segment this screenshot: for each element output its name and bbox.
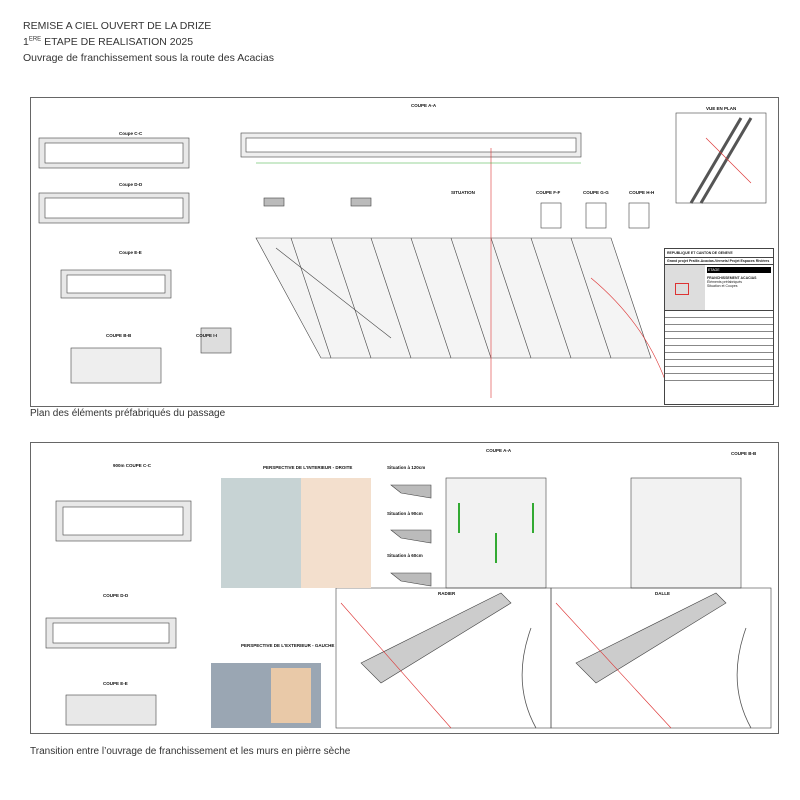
ordinal: 1 (23, 36, 29, 48)
label-coupe-ff: COUPE F-F (536, 190, 561, 195)
label-sit-90: Situation à 90cm (387, 511, 423, 516)
label-coupe-bb: COUPE B-B (731, 451, 757, 456)
stage-text: ETAPE DE REALISATION 2025 (44, 36, 194, 48)
label-persp-ext: PERSPECTIVE DE L'EXTERIEUR - GAUCHE (241, 643, 335, 648)
label-coupe-gg: COUPE G-G (583, 190, 609, 195)
label-coupe-dd: COUPE D-D (103, 593, 129, 598)
label-persp-int: PERSPECTIVE DE L'INTERIEUR - DROITE (263, 465, 353, 470)
label-dalle: DALLE (655, 591, 670, 596)
drawing-sheet-2: 900m COUPE C-C PERSPECTIVE DE L'INTERIEU… (30, 442, 779, 734)
title-drawing: Situation et Coupes (707, 284, 738, 288)
label-sit-120: Situation à 120cm (387, 465, 426, 470)
label-coupe-cc: Coupe C-C (119, 131, 143, 136)
title-authority: REPUBLIQUE ET CANTON DE GENEVE (667, 251, 733, 255)
location-map (665, 265, 705, 310)
revision-table (665, 310, 773, 386)
title-subtitle: Éléments préfabriqués (707, 280, 743, 284)
label-radier: RADIER (438, 591, 456, 596)
title-project: Grand projet Praille-Acacias-Vernets/ Pr… (665, 257, 773, 264)
title-phase: ETAGE (707, 267, 771, 273)
label-coupe-cc: 900m COUPE C-C (113, 463, 152, 468)
label-coupe-bb: COUPE B-B (106, 333, 132, 338)
drawing-sheet-1: Coupe C-C COUPE A-A VUE EN PLAN Coupe D-… (30, 97, 779, 407)
title-object: FRANCHISSEMENT ACACIAS (707, 276, 757, 280)
title-line-2: 1ERE ETAPE DE REALISATION 2025 (23, 36, 193, 48)
title-line-3: Ouvrage de franchissement sous la route … (23, 52, 274, 64)
label-vue-plan: VUE EN PLAN (706, 106, 737, 111)
label-coupe-ii: COUPE I-I (196, 333, 218, 338)
ordinal-sup: ERE (28, 36, 42, 43)
sheet-1-drawing (38, 112, 767, 399)
sheet-2-drawing (45, 477, 772, 729)
label-coupe-aa: COUPE A-A (486, 448, 512, 453)
label-coupe-aa: COUPE A-A (411, 103, 437, 108)
label-coupe-dd: Coupe D-D (119, 182, 143, 187)
label-situation: SITUATION (451, 190, 475, 195)
title-line-1: REMISE A CIEL OUVERT DE LA DRIZE (23, 20, 212, 32)
label-coupe-ee: COUPE E-E (103, 681, 128, 686)
caption-sheet-2: Transition entre l’ouvrage de franchisse… (30, 746, 351, 757)
label-coupe-hh: COUPE H-H (629, 190, 655, 195)
title-block: REPUBLIQUE ET CANTON DE GENEVE Grand pro… (664, 248, 774, 405)
label-coupe-ee: Coupe E-E (119, 250, 142, 255)
label-sit-60: Situation à 60cm (387, 553, 423, 558)
caption-sheet-1: Plan des éléments préfabriqués du passag… (30, 408, 226, 419)
